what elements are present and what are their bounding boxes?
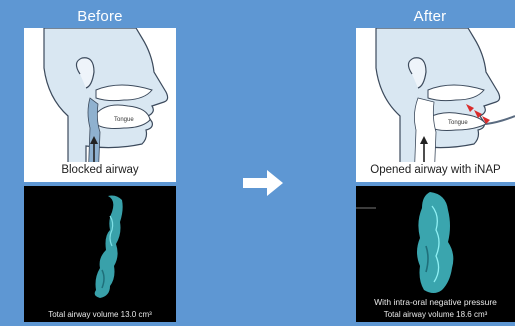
- head-profile-illustration: Tongue: [356, 28, 515, 182]
- before-anatomy-panel: Tongue Blocked airway: [24, 28, 176, 182]
- before-scan-panel: Total airway volume 13.0 cm³: [24, 186, 176, 322]
- tongue-label: Tongue: [114, 117, 134, 123]
- after-anatomy-panel: Tongue Opened airway with iNAP: [356, 28, 515, 182]
- tongue-label: Tongue: [448, 120, 468, 126]
- after-scan-panel: With intra-oral negative pressure Total …: [356, 186, 515, 322]
- head-profile-illustration: Tongue: [24, 28, 176, 182]
- after-caption: Opened airway with iNAP: [356, 164, 515, 176]
- before-caption: Blocked airway: [24, 164, 176, 176]
- before-airway-3d-render: [24, 186, 176, 322]
- after-scan-caption-line1: With intra-oral negative pressure: [356, 297, 515, 307]
- before-title: Before: [25, 8, 175, 25]
- after-title: After: [355, 8, 505, 25]
- before-scan-caption: Total airway volume 13.0 cm³: [24, 310, 176, 319]
- right-arrow-icon: [243, 170, 283, 196]
- after-scan-caption-line2: Total airway volume 18.6 cm³: [356, 310, 515, 319]
